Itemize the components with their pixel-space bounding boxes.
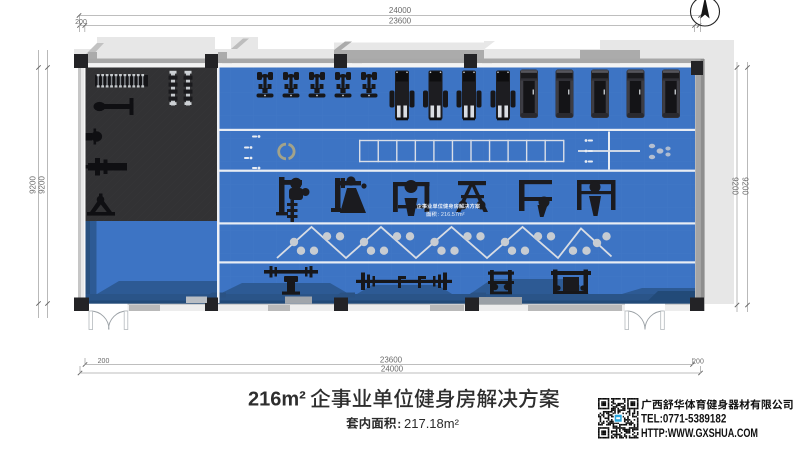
svg-text::: : [397, 417, 401, 431]
svg-text:24000: 24000 [381, 364, 404, 373]
svg-text:: 216.57m²: : 216.57m² [438, 212, 465, 218]
svg-text:9200: 9200 [38, 176, 47, 194]
svg-text:9200: 9200 [29, 176, 38, 194]
svg-text:9200: 9200 [731, 177, 740, 195]
svg-text:TEL:0771-5389182: TEL:0771-5389182 [641, 412, 727, 426]
svg-text:HTTP:WWW.GXSHUA.COM: HTTP:WWW.GXSHUA.COM [641, 426, 758, 440]
svg-text:9200: 9200 [741, 177, 750, 195]
svg-text:200: 200 [692, 358, 704, 365]
svg-text:216m²: 216m² [248, 389, 306, 411]
svg-text:200: 200 [75, 19, 87, 26]
svg-text:23600: 23600 [389, 17, 412, 26]
svg-text:23600: 23600 [380, 356, 403, 365]
svg-text:200: 200 [98, 358, 110, 365]
svg-text:24000: 24000 [389, 6, 412, 15]
svg-text:217.18m²: 217.18m² [404, 416, 460, 431]
